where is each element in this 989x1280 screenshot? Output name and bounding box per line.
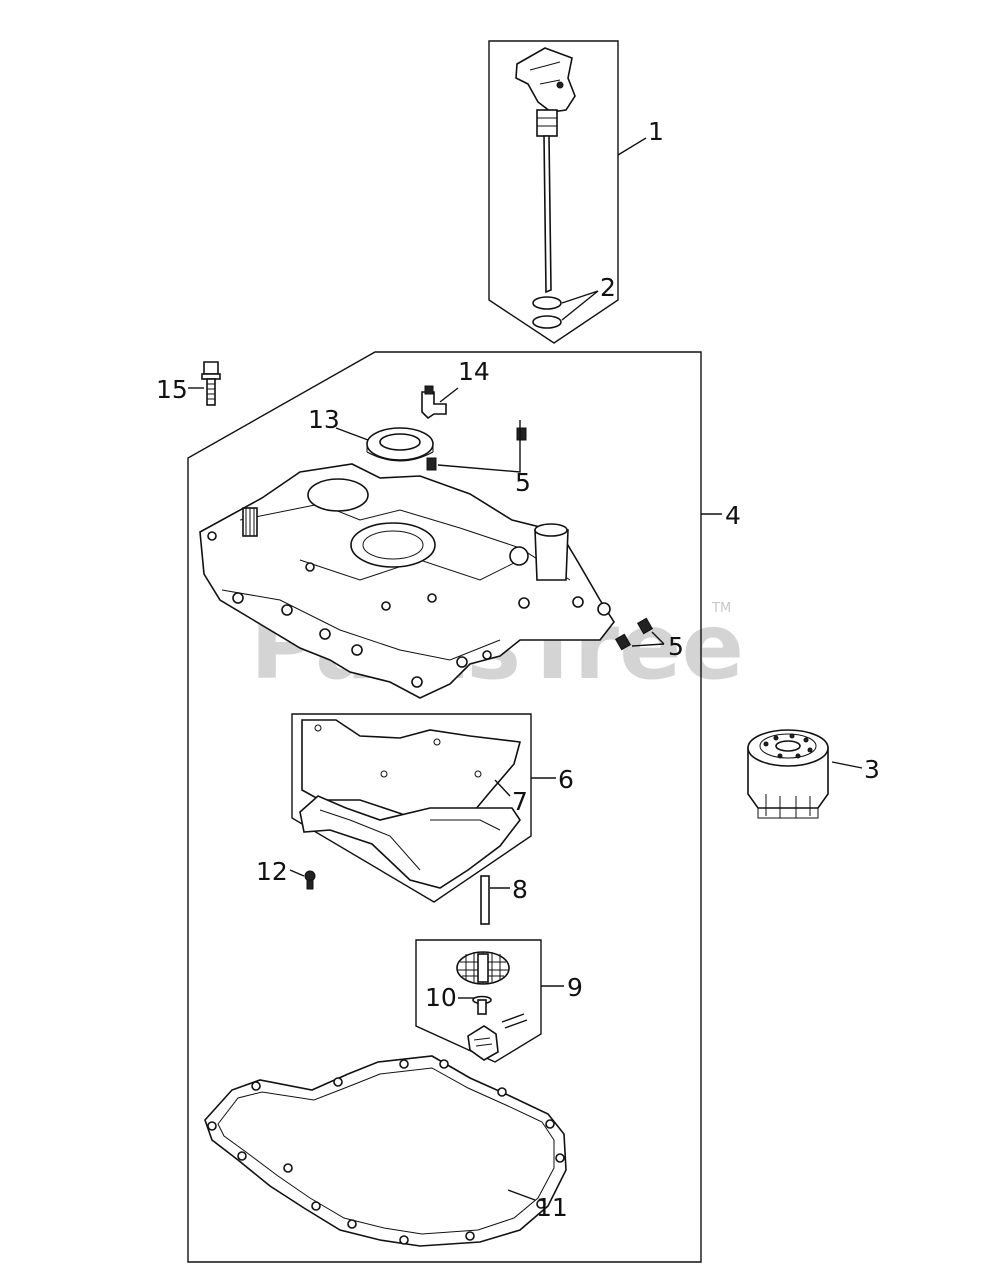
callout-2: 2: [600, 273, 616, 302]
crankcase-cover-part[interactable]: [199, 463, 615, 699]
dowel-pin-part[interactable]: [480, 875, 490, 925]
callout-15: 15: [156, 375, 188, 404]
callout-14: 14: [458, 357, 490, 386]
dipstick-group-outline: [488, 40, 619, 344]
gasket-part[interactable]: [299, 795, 521, 889]
plate-part[interactable]: [301, 719, 522, 837]
callout-10: 10: [425, 983, 457, 1012]
plug-right-b[interactable]: [614, 633, 632, 651]
pump-pins-part[interactable]: [501, 1013, 528, 1029]
dipstick-part[interactable]: [515, 47, 576, 294]
plug-right-a[interactable]: [636, 617, 654, 635]
callout-3: 3: [864, 755, 880, 784]
crankcase-gasket-part[interactable]: [204, 1055, 567, 1247]
watermark-trademark: TM: [711, 601, 731, 616]
filter-holes: [763, 733, 813, 759]
plug-upper[interactable]: [516, 427, 527, 441]
callout-5-upper: 5: [515, 468, 531, 497]
callout-1: 1: [648, 117, 664, 146]
callout-12: 12: [256, 857, 288, 886]
callout-13: 13: [308, 405, 340, 434]
callout-7: 7: [512, 787, 528, 816]
callout-5-right: 5: [668, 632, 684, 661]
oil-pump-outline: [415, 939, 542, 1063]
oil-filter-part[interactable]: [747, 729, 829, 819]
callout-11: 11: [536, 1193, 568, 1222]
oil-pan-group-outline: [187, 351, 702, 1263]
screw-part[interactable]: [304, 870, 316, 890]
callout-6: 6: [558, 765, 574, 794]
o-ring-lower[interactable]: [532, 315, 562, 329]
bolt-holes: [207, 531, 611, 688]
pump-rotor-part[interactable]: [467, 1025, 499, 1061]
plug-middle[interactable]: [426, 457, 437, 471]
callout-9: 9: [567, 973, 583, 1002]
o-ring-upper[interactable]: [532, 296, 562, 310]
leader-lines: [188, 137, 863, 1201]
elbow-fitting-part[interactable]: [421, 385, 447, 420]
pump-shaft-part[interactable]: [472, 995, 492, 1015]
callout-4: 4: [725, 501, 741, 530]
bolt-part[interactable]: [201, 361, 221, 406]
oil-pump-gear-part[interactable]: [456, 951, 510, 985]
callout-8: 8: [512, 875, 528, 904]
gasket-bolt-holes: [207, 1059, 565, 1245]
oil-seal-part[interactable]: [366, 427, 434, 462]
gasket-set-outline: [291, 713, 532, 903]
